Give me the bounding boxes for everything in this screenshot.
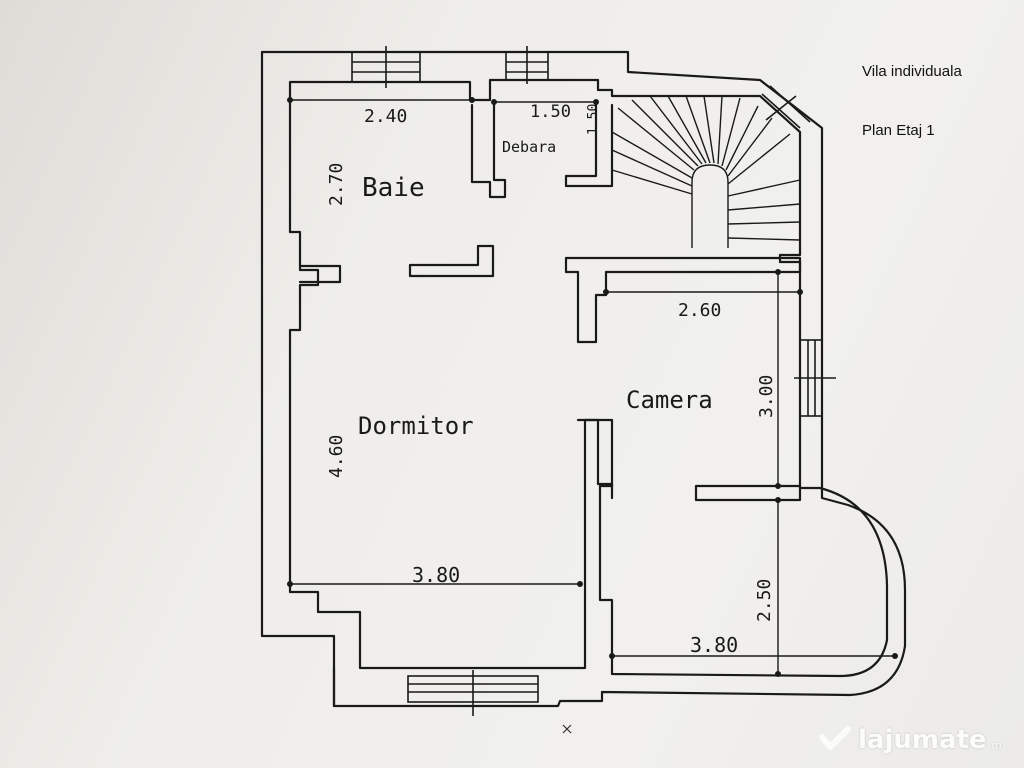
outer-wall-inner-line (288, 78, 889, 678)
dim-label-debara-width: 1.50 (530, 102, 571, 122)
camera-bottom-wall (694, 484, 802, 502)
debara-stair-wall (564, 103, 614, 188)
dim-label-camera-height: 3.00 (756, 375, 777, 418)
watermark-tld: .ro (988, 740, 1002, 752)
baie-debara-wall (470, 103, 507, 199)
baie-dormitor-wall (298, 264, 342, 284)
dim-label-balcony-height: 2.50 (754, 579, 775, 622)
small-cross-mark (562, 724, 572, 734)
spiral-staircase (611, 95, 801, 248)
outer-wall-outer-line (260, 50, 907, 708)
window-debara (505, 46, 549, 84)
plan-title: Vila individuala (862, 63, 962, 80)
window-dormitor (407, 670, 539, 716)
dormitor-camera-wall (576, 418, 614, 500)
plan-subtitle: Plan Etaj 1 (862, 122, 935, 139)
watermark: lajumate .ro (818, 722, 1001, 758)
window-camera (794, 339, 836, 417)
dim-label-camera-width: 2.60 (678, 300, 721, 321)
dim-label-baie-height: 2.70 (326, 163, 347, 206)
dim-label-baie-width: 2.40 (364, 106, 407, 127)
room-label-dormitor: Dormitor (358, 412, 474, 440)
window-baie (351, 46, 421, 88)
heart-logo-icon (819, 726, 851, 750)
dim-label-dormitor-height: 4.60 (326, 435, 347, 478)
center-wall-stub (408, 244, 495, 278)
camera-top-wall (564, 256, 802, 344)
watermark-brand: lajumate (858, 725, 987, 755)
room-label-camera: Camera (626, 386, 713, 414)
room-label-baie: Baie (362, 173, 425, 203)
dim-label-dormitor-width: 3.80 (412, 563, 460, 587)
window-stair-corner (761, 85, 811, 129)
dim-label-debara-height: 1.50 (586, 104, 601, 135)
dim-label-balcony-width: 3.80 (690, 633, 738, 657)
room-label-debara: Debara (502, 138, 556, 156)
